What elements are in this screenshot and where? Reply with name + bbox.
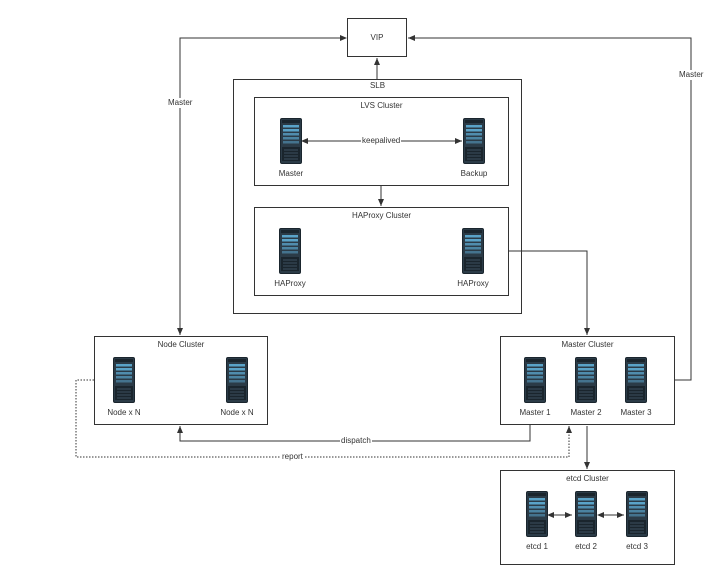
master-1-label: Master 1: [519, 408, 551, 417]
server-icon: [575, 357, 597, 403]
server-icon: [575, 491, 597, 537]
server-icon: [625, 357, 647, 403]
keepalived-edge-label: keepalived: [361, 136, 402, 146]
dispatch-edge-label: dispatch: [340, 436, 372, 446]
haproxy-1-label: HAProxy: [274, 279, 306, 288]
slb-title: SLB: [369, 81, 386, 90]
haproxy-2-label: HAProxy: [457, 279, 489, 288]
lvs-cluster-title: LVS Cluster: [360, 101, 403, 110]
master-cluster-to-vip-link: [408, 35, 692, 381]
server-icon: [113, 357, 135, 403]
etcd-2-label: etcd 2: [575, 542, 597, 551]
node-2-label: Node x N: [220, 408, 254, 417]
node-cluster-title: Node Cluster: [157, 340, 205, 349]
vip-node-cluster-link: [177, 35, 347, 335]
server-icon: [524, 357, 546, 403]
left-master-edge-label: Master: [167, 98, 194, 108]
server-icon: [226, 357, 248, 403]
server-icon: [462, 228, 484, 274]
vip-box: VIP: [347, 18, 407, 57]
haproxy-cluster-title: HAProxy Cluster: [351, 211, 412, 220]
etcd-1-label: etcd 1: [526, 542, 548, 551]
report-link: [75, 379, 572, 458]
master-cluster-title: Master Cluster: [561, 340, 614, 349]
server-icon: [279, 228, 301, 274]
master-2-label: Master 2: [570, 408, 602, 417]
server-icon: [626, 491, 648, 537]
server-icon: [526, 491, 548, 537]
right-master-edge-label: Master: [678, 70, 705, 80]
server-icon: [280, 118, 302, 164]
haproxy-to-master-cluster-link: [508, 250, 590, 335]
report-edge-label: report: [281, 452, 304, 462]
slb-box: SLB: [233, 79, 522, 314]
lvs-backup-label: Backup: [460, 169, 488, 178]
vip-label: VIP: [370, 33, 384, 42]
master-3-label: Master 3: [620, 408, 652, 417]
server-icon: [463, 118, 485, 164]
etcd-3-label: etcd 3: [626, 542, 648, 551]
lvs-master-label: Master: [278, 169, 304, 178]
node-1-label: Node x N: [107, 408, 141, 417]
etcd-cluster-title: etcd Cluster: [566, 474, 609, 483]
